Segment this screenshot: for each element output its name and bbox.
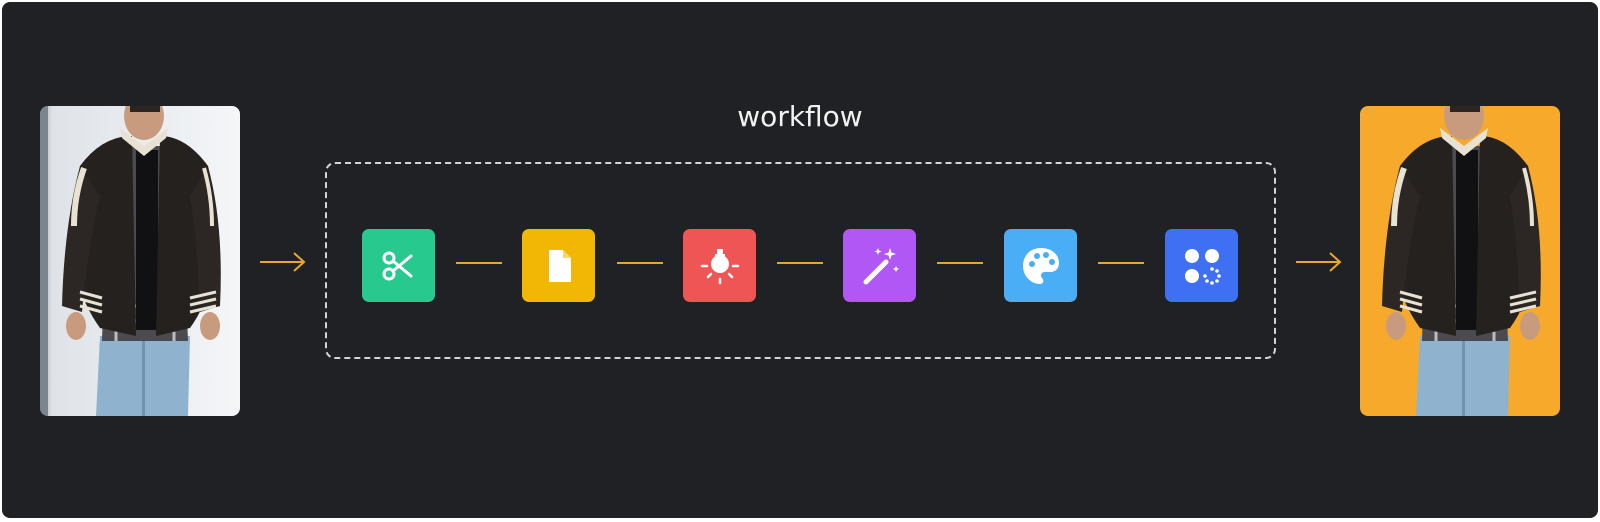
workflow-title: workflow (737, 100, 863, 133)
step-cutout[interactable] (362, 229, 435, 302)
arrow-right-icon (260, 252, 306, 272)
palette-icon (1022, 247, 1059, 284)
connector-line (1098, 262, 1144, 264)
file-icon (548, 249, 571, 282)
apps-loading-icon (1184, 248, 1221, 285)
step-enhance[interactable] (843, 229, 916, 302)
scissors-icon (382, 251, 412, 280)
connector-line (777, 262, 823, 264)
step-batch[interactable] (1165, 229, 1238, 302)
magic-wand-icon (863, 247, 899, 284)
step-color[interactable] (1004, 229, 1077, 302)
arrow-right-icon (1296, 252, 1342, 272)
lightbulb-icon (700, 248, 739, 284)
step-document[interactable] (522, 229, 595, 302)
workflow-container (325, 162, 1276, 359)
connector-line (617, 262, 663, 264)
connector-line (456, 262, 502, 264)
connector-line (937, 262, 983, 264)
input-photo (40, 106, 240, 416)
step-lighting[interactable] (683, 229, 756, 302)
output-photo (1360, 106, 1560, 416)
